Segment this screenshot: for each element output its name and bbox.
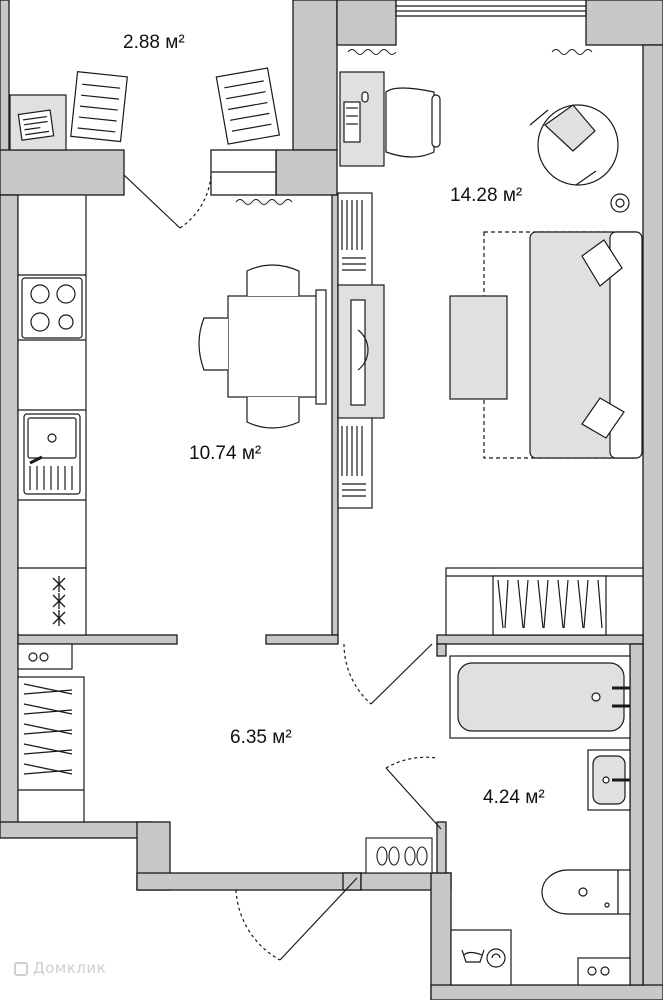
shoe-rack [365, 837, 433, 874]
balcony-furniture [9, 67, 281, 151]
hallway-wardrobe [17, 643, 85, 823]
toilet [541, 869, 631, 915]
wardrobe [445, 567, 644, 636]
kitchen-area-label: 10.74 м² [189, 443, 261, 464]
desk [339, 71, 441, 167]
kitchen-sink [23, 413, 81, 495]
watermark: Домклик [14, 959, 106, 977]
windows [210, 0, 587, 196]
doors [123, 174, 442, 961]
bathroom-sink [587, 749, 631, 811]
bathroom-area-label: 4.24 м² [483, 787, 545, 808]
water-heater [577, 957, 631, 986]
washing-machine [450, 929, 512, 986]
watermark-text: Домклик [33, 959, 107, 977]
hallway-area-label: 6.35 м² [230, 727, 292, 748]
dining-table [198, 264, 327, 429]
curtains [235, 49, 593, 205]
living-room-area-label: 14.28 м² [450, 185, 522, 206]
tv-unit [337, 284, 385, 419]
watermark-logo-icon [14, 962, 28, 976]
area-labels: 2.88 м² 14.28 м² 10.74 м² 6.35 м² 4.24 м… [123, 32, 545, 808]
balcony-area-label: 2.88 м² [123, 32, 185, 53]
dishwasher [52, 576, 66, 626]
stove [21, 277, 83, 339]
armchair [529, 104, 630, 213]
bathtub [449, 655, 631, 739]
sofa-area [449, 231, 643, 459]
